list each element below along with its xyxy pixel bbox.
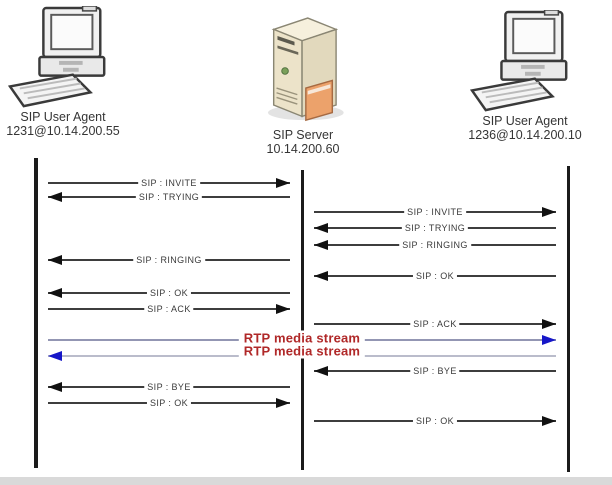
message-label: SIP : RINGING — [133, 255, 205, 265]
arrowhead-left-icon — [48, 351, 62, 361]
message-label: SIP : OK — [146, 398, 192, 408]
message-label: RTP media stream — [238, 343, 366, 359]
entity-name: SIP Server — [272, 128, 334, 142]
desktop-computer-icon — [469, 10, 568, 112]
arrowhead-left-icon — [314, 271, 328, 281]
arrowhead-right-icon — [542, 319, 556, 329]
message-label: SIP : OK — [412, 416, 458, 426]
arrowhead-left-icon — [48, 192, 62, 202]
message-label: SIP : OK — [412, 271, 458, 281]
lifeline-ua_right — [566, 166, 570, 472]
entity-address: 1236@10.14.200.10 — [468, 128, 582, 142]
arrowhead-right-icon — [542, 335, 556, 345]
arrowhead-right-icon — [276, 398, 290, 408]
message-label: RTP media stream — [238, 330, 366, 346]
message-label: SIP : TRYING — [135, 192, 203, 202]
arrowhead-right-icon — [276, 178, 290, 188]
entity-name: SIP User Agent — [482, 114, 568, 128]
message-label: SIP : BYE — [410, 366, 460, 376]
arrowhead-left-icon — [48, 255, 62, 265]
lifeline-server — [300, 170, 304, 470]
entity-sip-user-agent-right: SIP User Agent 1236@10.14.200.10 — [457, 10, 593, 142]
arrowhead-left-icon — [48, 382, 62, 392]
lifeline-ua_left — [34, 158, 38, 468]
message-label: SIP : ACK — [410, 319, 460, 329]
server-icon — [268, 17, 344, 122]
arrowhead-left-icon — [314, 240, 328, 250]
desktop-computer-icon — [7, 6, 106, 108]
message-label: SIP : BYE — [144, 382, 194, 392]
message-label: SIP : INVITE — [138, 178, 200, 188]
entity-sip-server: SIP Server 10.14.200.60 — [243, 14, 363, 156]
arrowhead-left-icon — [314, 366, 328, 376]
message-label: SIP : INVITE — [404, 207, 466, 217]
entity-address: 10.14.200.60 — [266, 142, 340, 156]
arrowhead-right-icon — [542, 207, 556, 217]
message-label: SIP : ACK — [144, 304, 194, 314]
arrowhead-left-icon — [48, 288, 62, 298]
arrowhead-right-icon — [542, 416, 556, 426]
message-label: SIP : TRYING — [401, 223, 469, 233]
entity-sip-user-agent-left: SIP User Agent 1231@10.14.200.55 — [0, 6, 132, 138]
entity-name: SIP User Agent — [20, 110, 106, 124]
message-label: SIP : RINGING — [399, 240, 471, 250]
message-label: SIP : OK — [146, 288, 192, 298]
entity-address: 1231@10.14.200.55 — [6, 124, 120, 138]
image-bottom-edge — [0, 477, 612, 485]
arrowhead-right-icon — [276, 304, 290, 314]
arrowhead-left-icon — [314, 223, 328, 233]
